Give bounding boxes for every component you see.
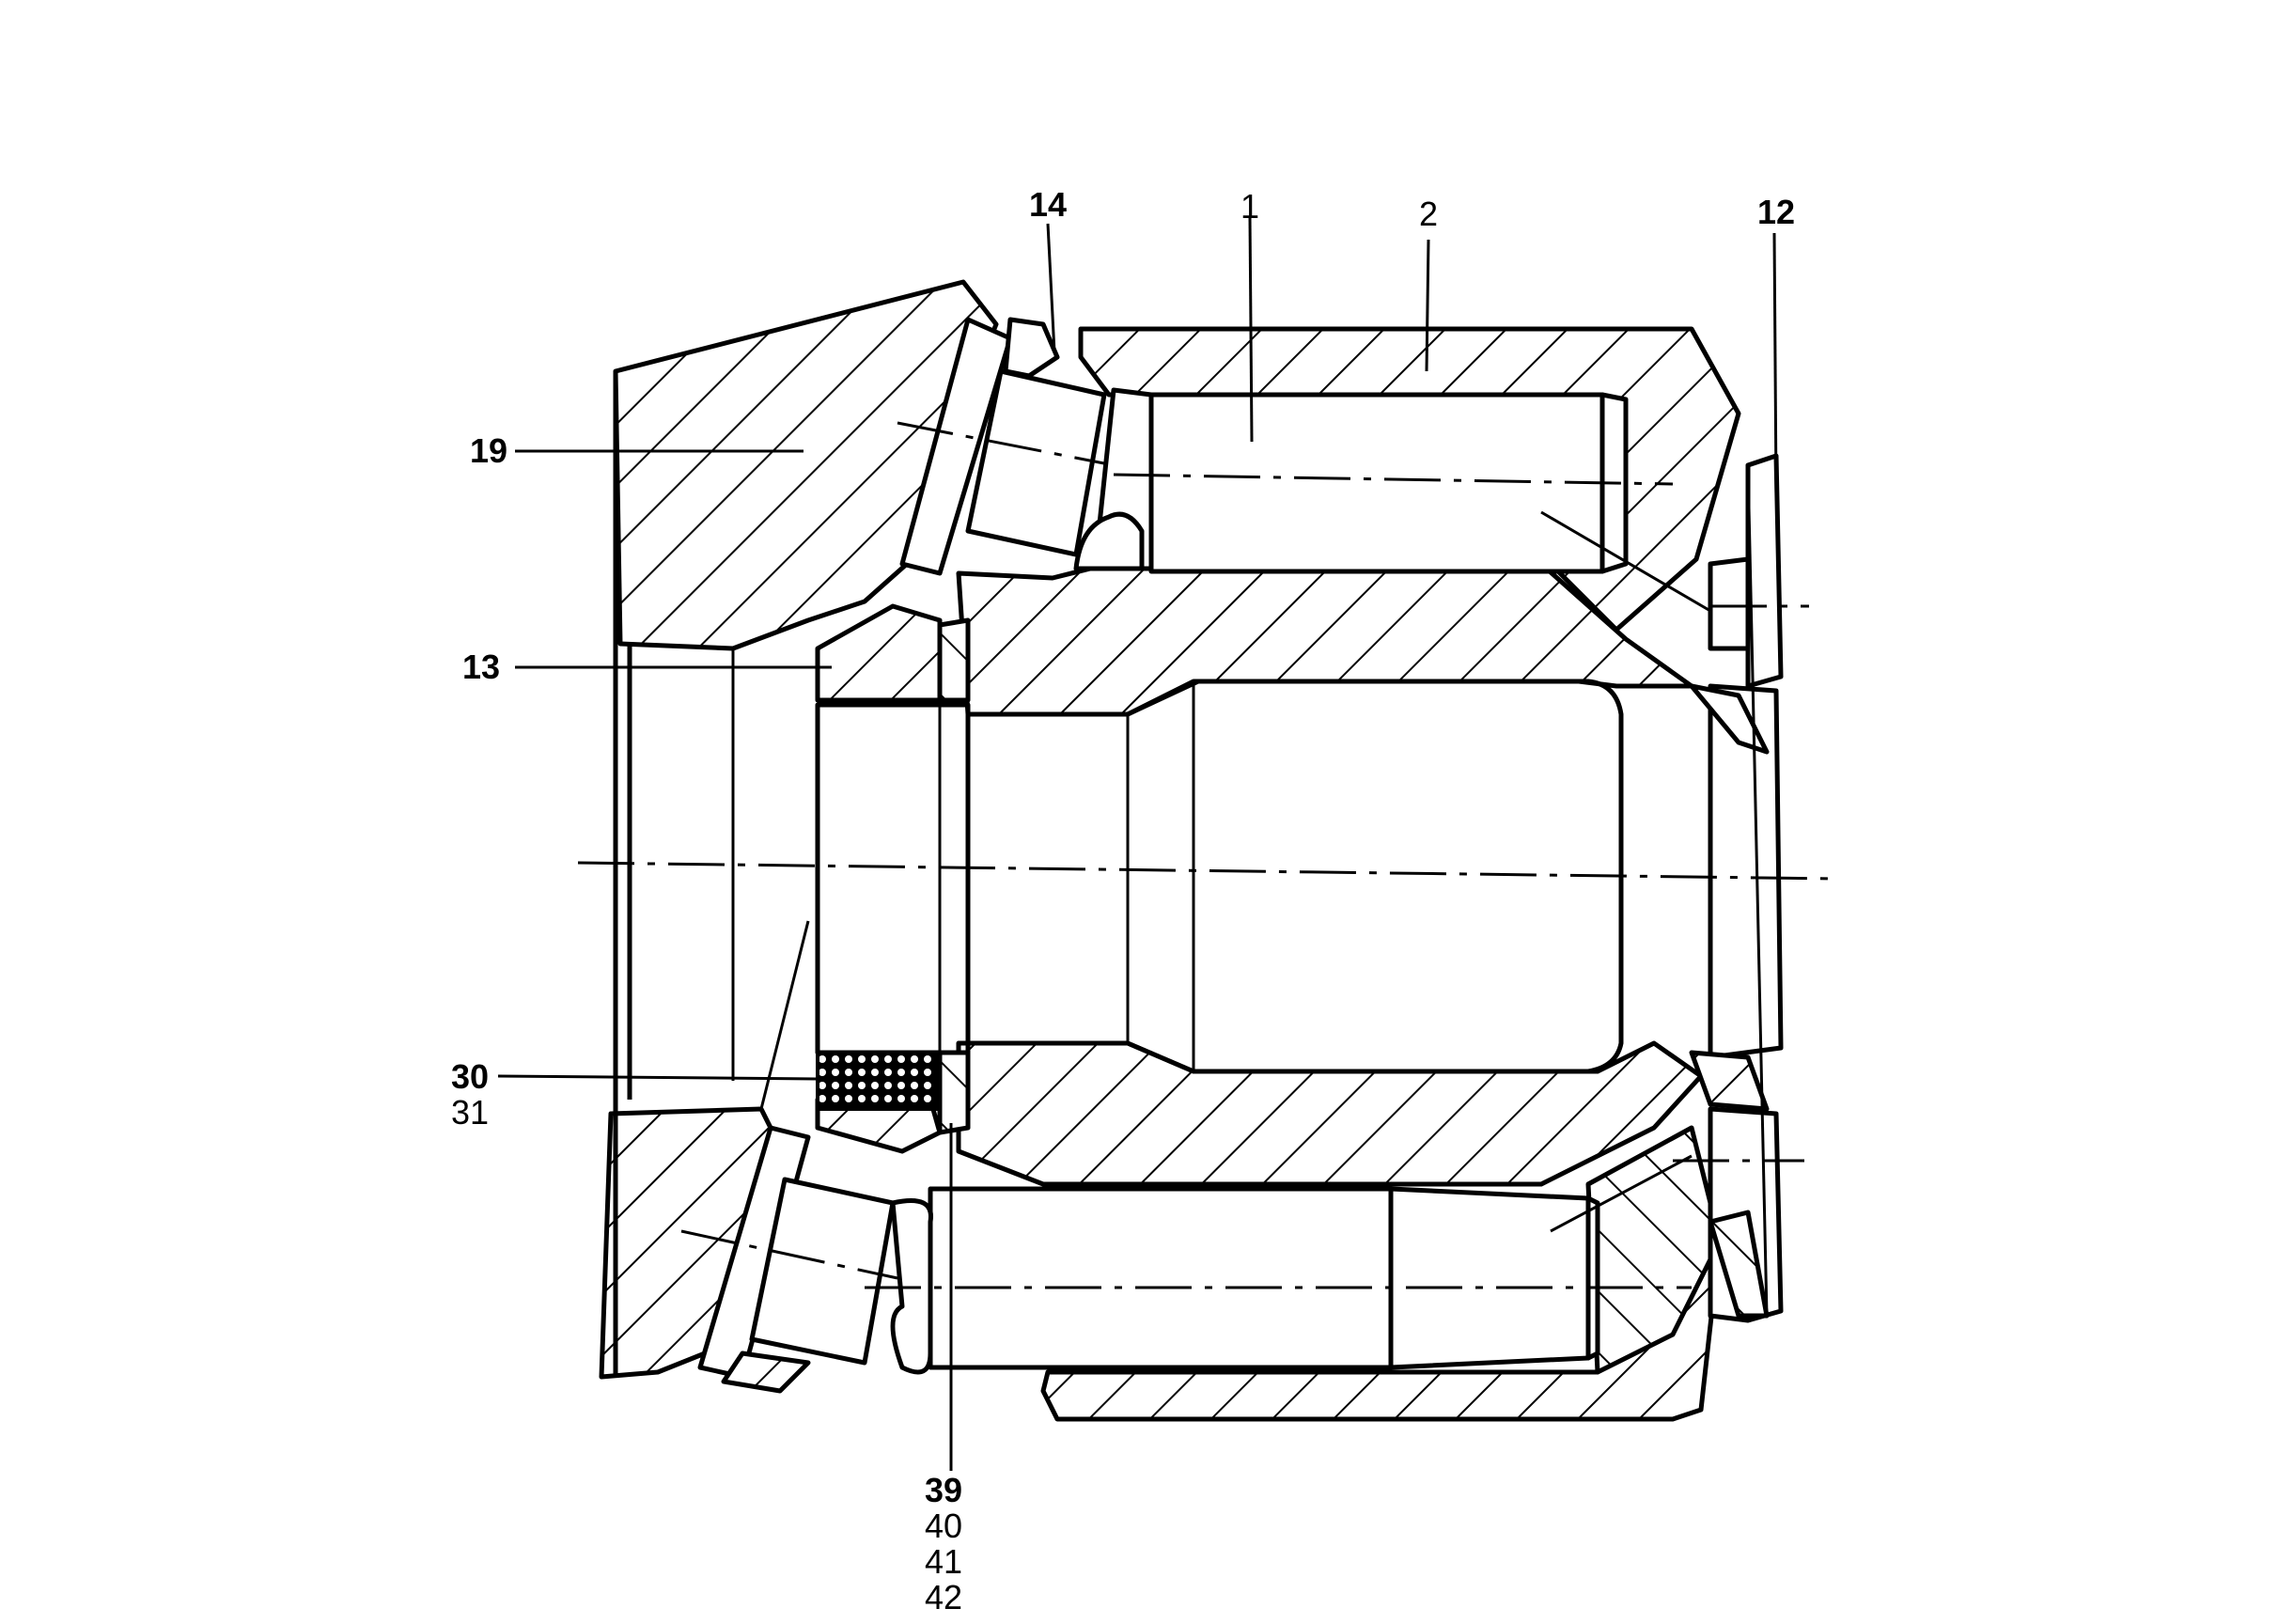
upper-port-line bbox=[1540, 510, 1711, 613]
callout-2: 2 bbox=[1419, 195, 1438, 233]
callout-31: 31 bbox=[451, 1093, 489, 1132]
upper-piston-shoe bbox=[897, 317, 1115, 576]
upper-piston bbox=[1073, 387, 1674, 574]
callout-19: 19 bbox=[470, 431, 507, 470]
callout-14: 14 bbox=[1029, 185, 1067, 224]
main-axis-centerline bbox=[577, 861, 1838, 881]
lower-piston-shoe bbox=[680, 1125, 898, 1394]
callout-41: 41 bbox=[925, 1542, 962, 1581]
callout-42: 42 bbox=[925, 1578, 962, 1616]
callout-39: 39 bbox=[925, 1471, 962, 1509]
callout-40: 40 bbox=[925, 1507, 962, 1545]
cylinder-bore bbox=[815, 679, 1624, 1074]
callout-12: 12 bbox=[1757, 193, 1795, 231]
callout-13: 13 bbox=[462, 648, 500, 686]
lower-piston bbox=[865, 1186, 1692, 1375]
leader-lines bbox=[497, 215, 1778, 1471]
callout-1: 1 bbox=[1240, 187, 1259, 226]
swash-plate-housing bbox=[599, 279, 999, 1380]
shaft-seal bbox=[816, 1051, 940, 1111]
callout-30: 30 bbox=[451, 1057, 489, 1096]
lower-port-line bbox=[1550, 1154, 1693, 1233]
